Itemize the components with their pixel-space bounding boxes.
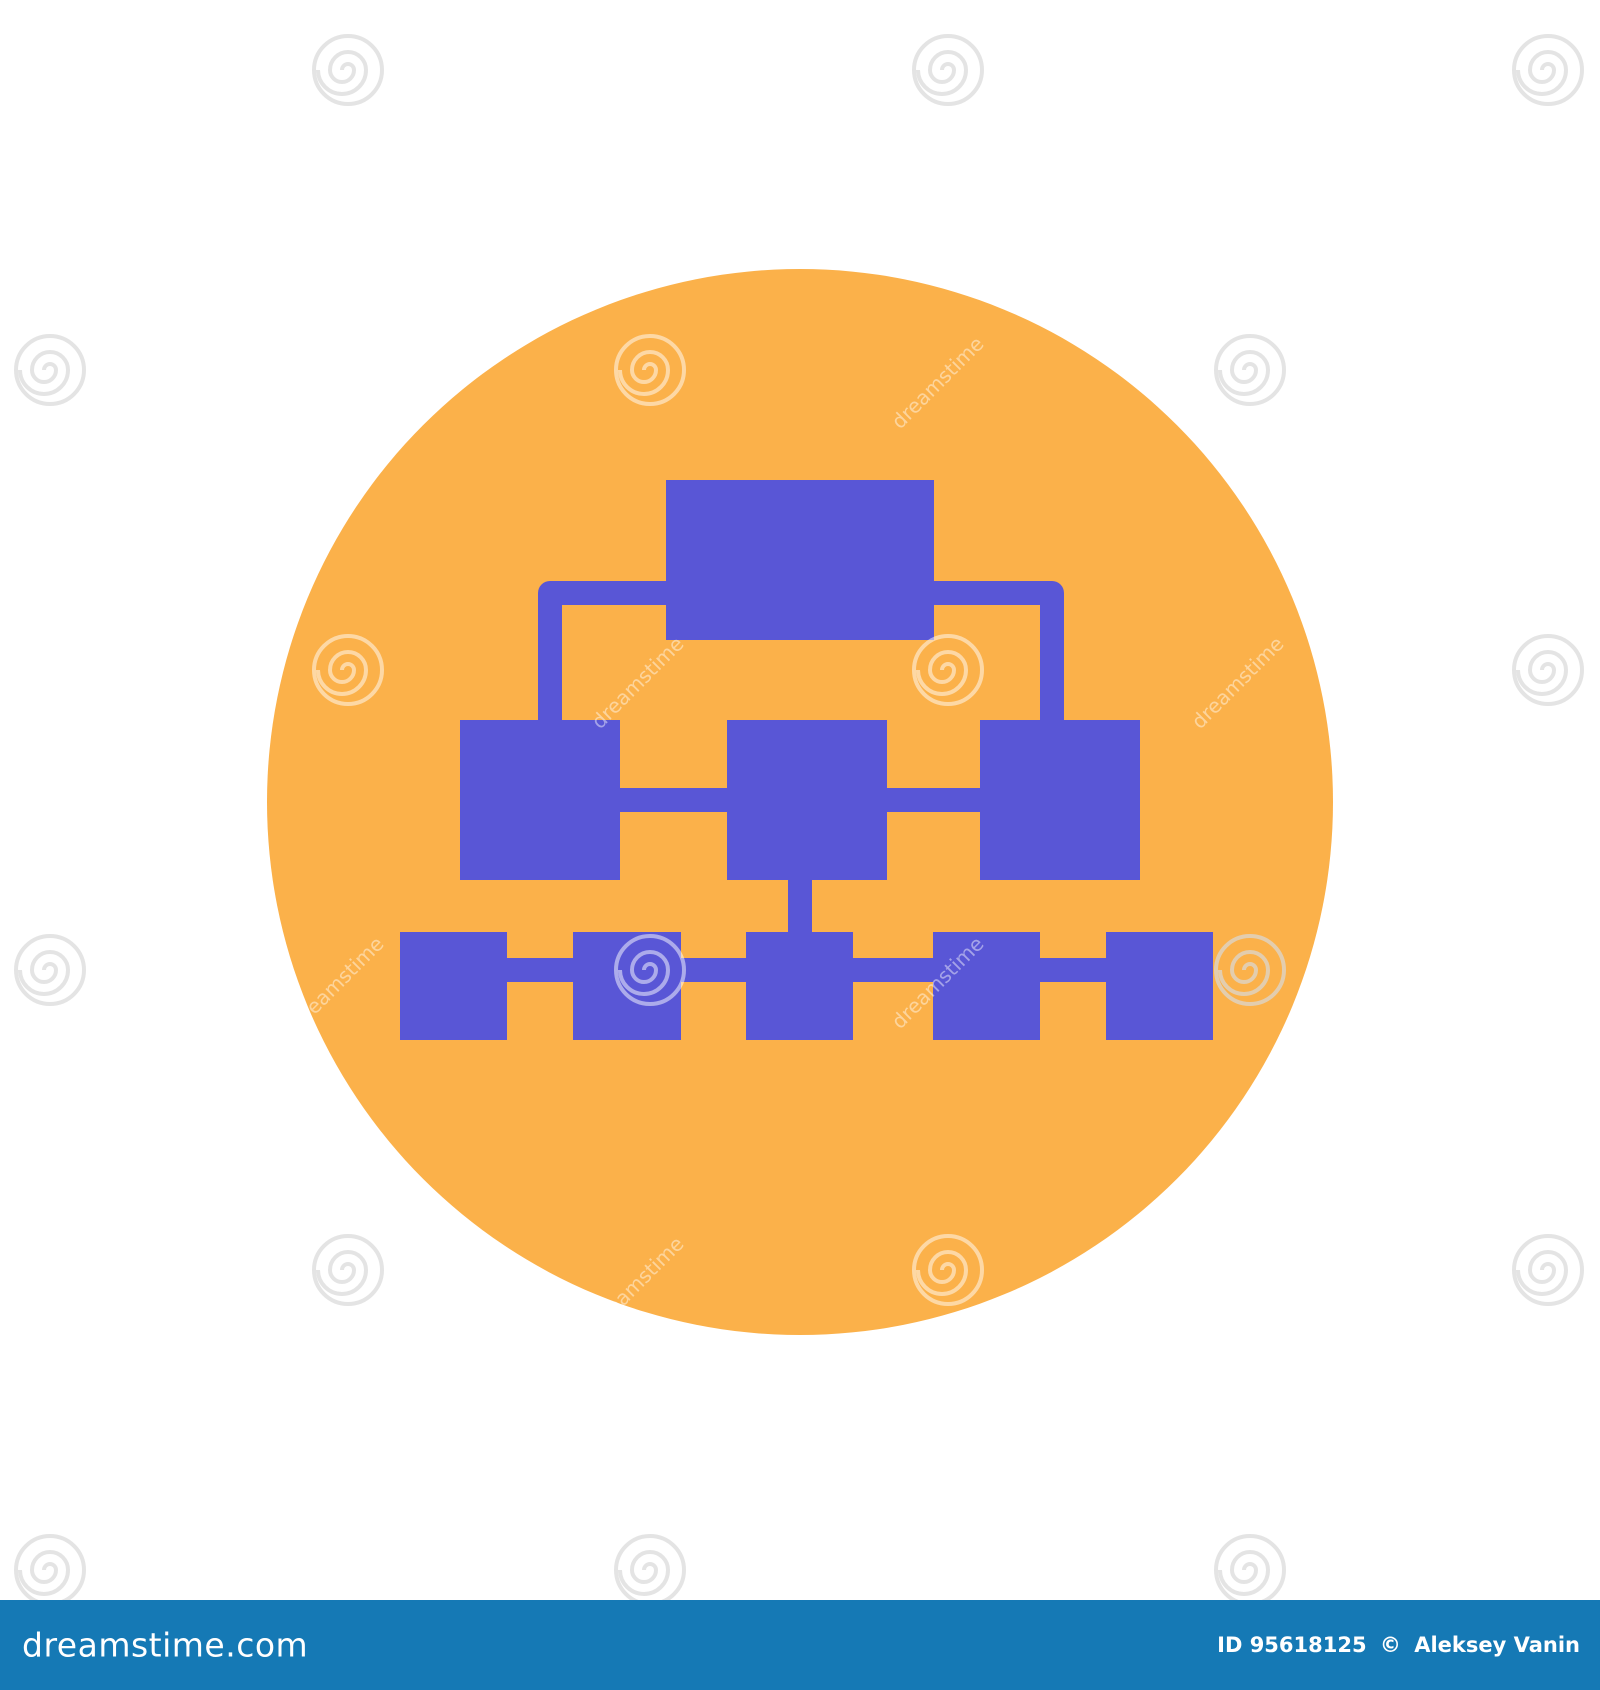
author-name: Aleksey Vanin [1414,1633,1580,1657]
mid-node-left [460,720,620,880]
root-node [666,480,934,640]
image-canvas: dreamstime dreamstime dreamstime dreamst… [14,34,1584,1600]
illustration [267,269,1333,1335]
footer-logo: dreamstime.com [22,1625,309,1665]
copyright-symbol: © [1379,1633,1401,1657]
leaf-node-4 [933,932,1040,1040]
image-id: ID 95618125 [1217,1633,1367,1657]
footer-bar: dreamstime.com ID 95618125 © Aleksey Van… [0,1600,1600,1690]
mid-node-right [980,720,1140,880]
leaf-node-3 [746,932,853,1040]
leaf-node-2 [573,932,681,1040]
leaf-node-5 [1106,932,1213,1040]
footer-credit: ID 95618125 © Aleksey Vanin [1211,1633,1580,1657]
leaf-node-1 [400,932,507,1040]
mid-node-center [727,720,887,880]
